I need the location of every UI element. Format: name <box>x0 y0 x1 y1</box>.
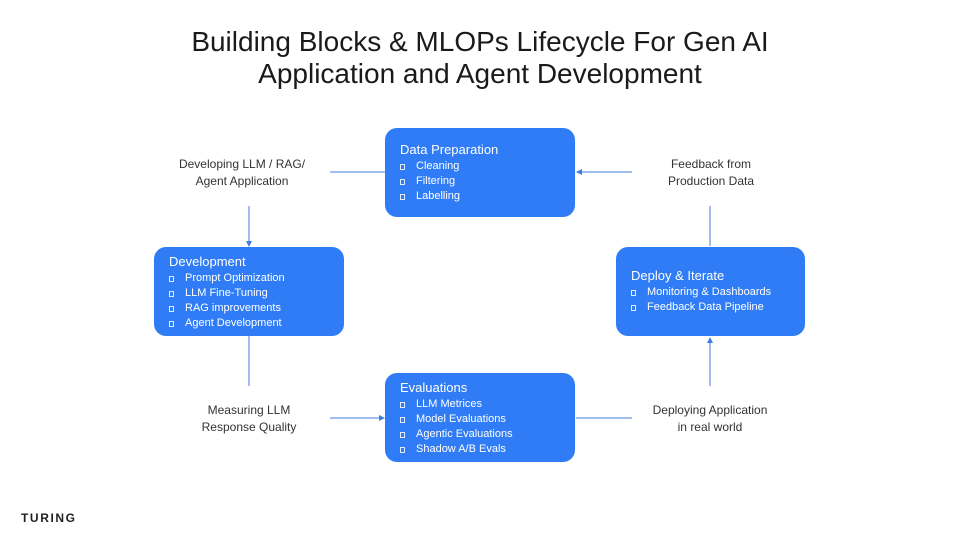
list-item: Monitoring & Dashboards <box>631 285 805 300</box>
list-item: LLM Fine-Tuning <box>169 286 344 301</box>
list-item: LLM Metrices <box>400 397 575 412</box>
square-bullet-icon <box>169 275 174 282</box>
square-bullet-icon <box>169 320 174 327</box>
development-box: Development Prompt Optimization LLM Fine… <box>154 247 344 336</box>
list-item: Model Evaluations <box>400 412 575 427</box>
deploy-iterate-title: Deploy & Iterate <box>631 268 725 283</box>
list-item: Shadow A/B Evals <box>400 442 575 457</box>
square-bullet-icon <box>400 416 405 423</box>
square-bullet-icon <box>400 431 405 438</box>
list-item: Labelling <box>400 189 575 204</box>
list-item: Cleaning <box>400 159 575 174</box>
list-item: Agentic Evaluations <box>400 427 575 442</box>
label-deploying: Deploying Application in real world <box>652 403 768 434</box>
diagram-title: Building Blocks & MLOPs Lifecycle For Ge… <box>0 26 960 90</box>
square-bullet-icon <box>631 289 636 296</box>
list-item: Feedback Data Pipeline <box>631 300 805 315</box>
title-line-2: Application and Agent Development <box>258 58 702 89</box>
square-bullet-icon <box>400 163 405 170</box>
evaluations-title: Evaluations <box>400 380 468 395</box>
turing-logo: TURING <box>21 511 77 525</box>
title-line-1: Building Blocks & MLOPs Lifecycle For Ge… <box>191 26 769 57</box>
label-feedback: Feedback from Production Data <box>667 157 755 188</box>
square-bullet-icon <box>400 401 405 408</box>
development-title: Development <box>169 254 246 269</box>
evaluations-list: LLM Metrices Model Evaluations Agentic E… <box>400 397 575 457</box>
data-preparation-list: Cleaning Filtering Labelling <box>400 159 575 204</box>
development-list: Prompt Optimization LLM Fine-Tuning RAG … <box>169 271 344 331</box>
list-item: Filtering <box>400 174 575 189</box>
deploy-iterate-list: Monitoring & Dashboards Feedback Data Pi… <box>631 285 805 315</box>
label-measuring: Measuring LLM Response Quality <box>201 403 297 434</box>
square-bullet-icon <box>400 178 405 185</box>
square-bullet-icon <box>400 446 405 453</box>
square-bullet-icon <box>169 305 174 312</box>
label-developing: Developing LLM / RAG/ Agent Application <box>178 157 306 188</box>
list-item: Prompt Optimization <box>169 271 344 286</box>
evaluations-box: Evaluations LLM Metrices Model Evaluatio… <box>385 373 575 462</box>
square-bullet-icon <box>631 304 636 311</box>
data-preparation-box: Data Preparation Cleaning Filtering Labe… <box>385 128 575 217</box>
data-preparation-title: Data Preparation <box>400 142 499 157</box>
deploy-iterate-box: Deploy & Iterate Monitoring & Dashboards… <box>616 247 805 336</box>
square-bullet-icon <box>169 290 174 297</box>
list-item: RAG improvements <box>169 301 344 316</box>
square-bullet-icon <box>400 193 405 200</box>
list-item: Agent Development <box>169 316 344 331</box>
